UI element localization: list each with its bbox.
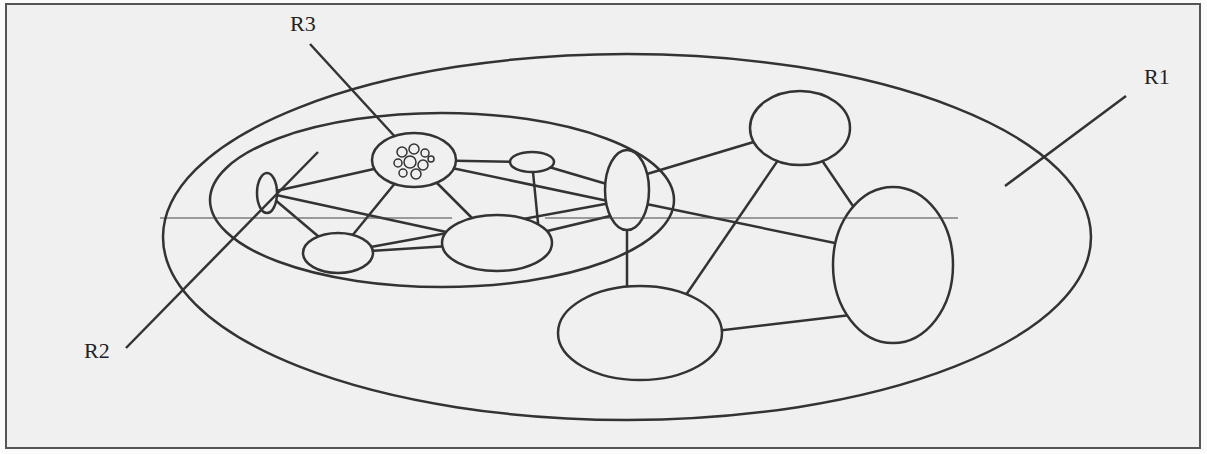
ellipse [442,215,552,271]
cluster-dot [399,169,407,177]
ellipse [303,233,373,273]
region-ellipse: R1R2R3 [60,20,1200,440]
scan-line [160,218,452,219]
leader-lines [126,44,1126,348]
cluster-dot [428,156,434,162]
cluster-dot [394,159,402,167]
node-outline [280,10,460,195]
cluster-dot [397,147,407,157]
ellipse [257,173,277,213]
unlabelled-ellipses [257,91,953,380]
leader-line [126,152,318,348]
node-outline [70,100,690,380]
cluster-ellipse: R3 [280,10,460,195]
scan-line [545,218,958,219]
cluster-dot [409,144,419,154]
ellipse [833,187,953,343]
scan-lines [160,218,958,219]
cluster-dot [418,160,428,170]
frame [6,4,1200,448]
region-label: R2 [84,340,110,362]
region-ellipse: R2R3 [70,100,690,380]
ellipse [750,91,850,165]
node-outline [60,20,1200,440]
ellipse [558,286,722,380]
region-label: R3 [290,13,316,35]
cluster-dot [404,156,416,168]
ellipse [510,152,554,172]
cluster-dot [411,169,421,179]
node-ellipse [163,54,1091,420]
cluster-dot [421,149,429,157]
region-label: R1 [1144,66,1170,88]
node-ellipse [372,133,456,187]
node-ellipse [210,113,674,287]
